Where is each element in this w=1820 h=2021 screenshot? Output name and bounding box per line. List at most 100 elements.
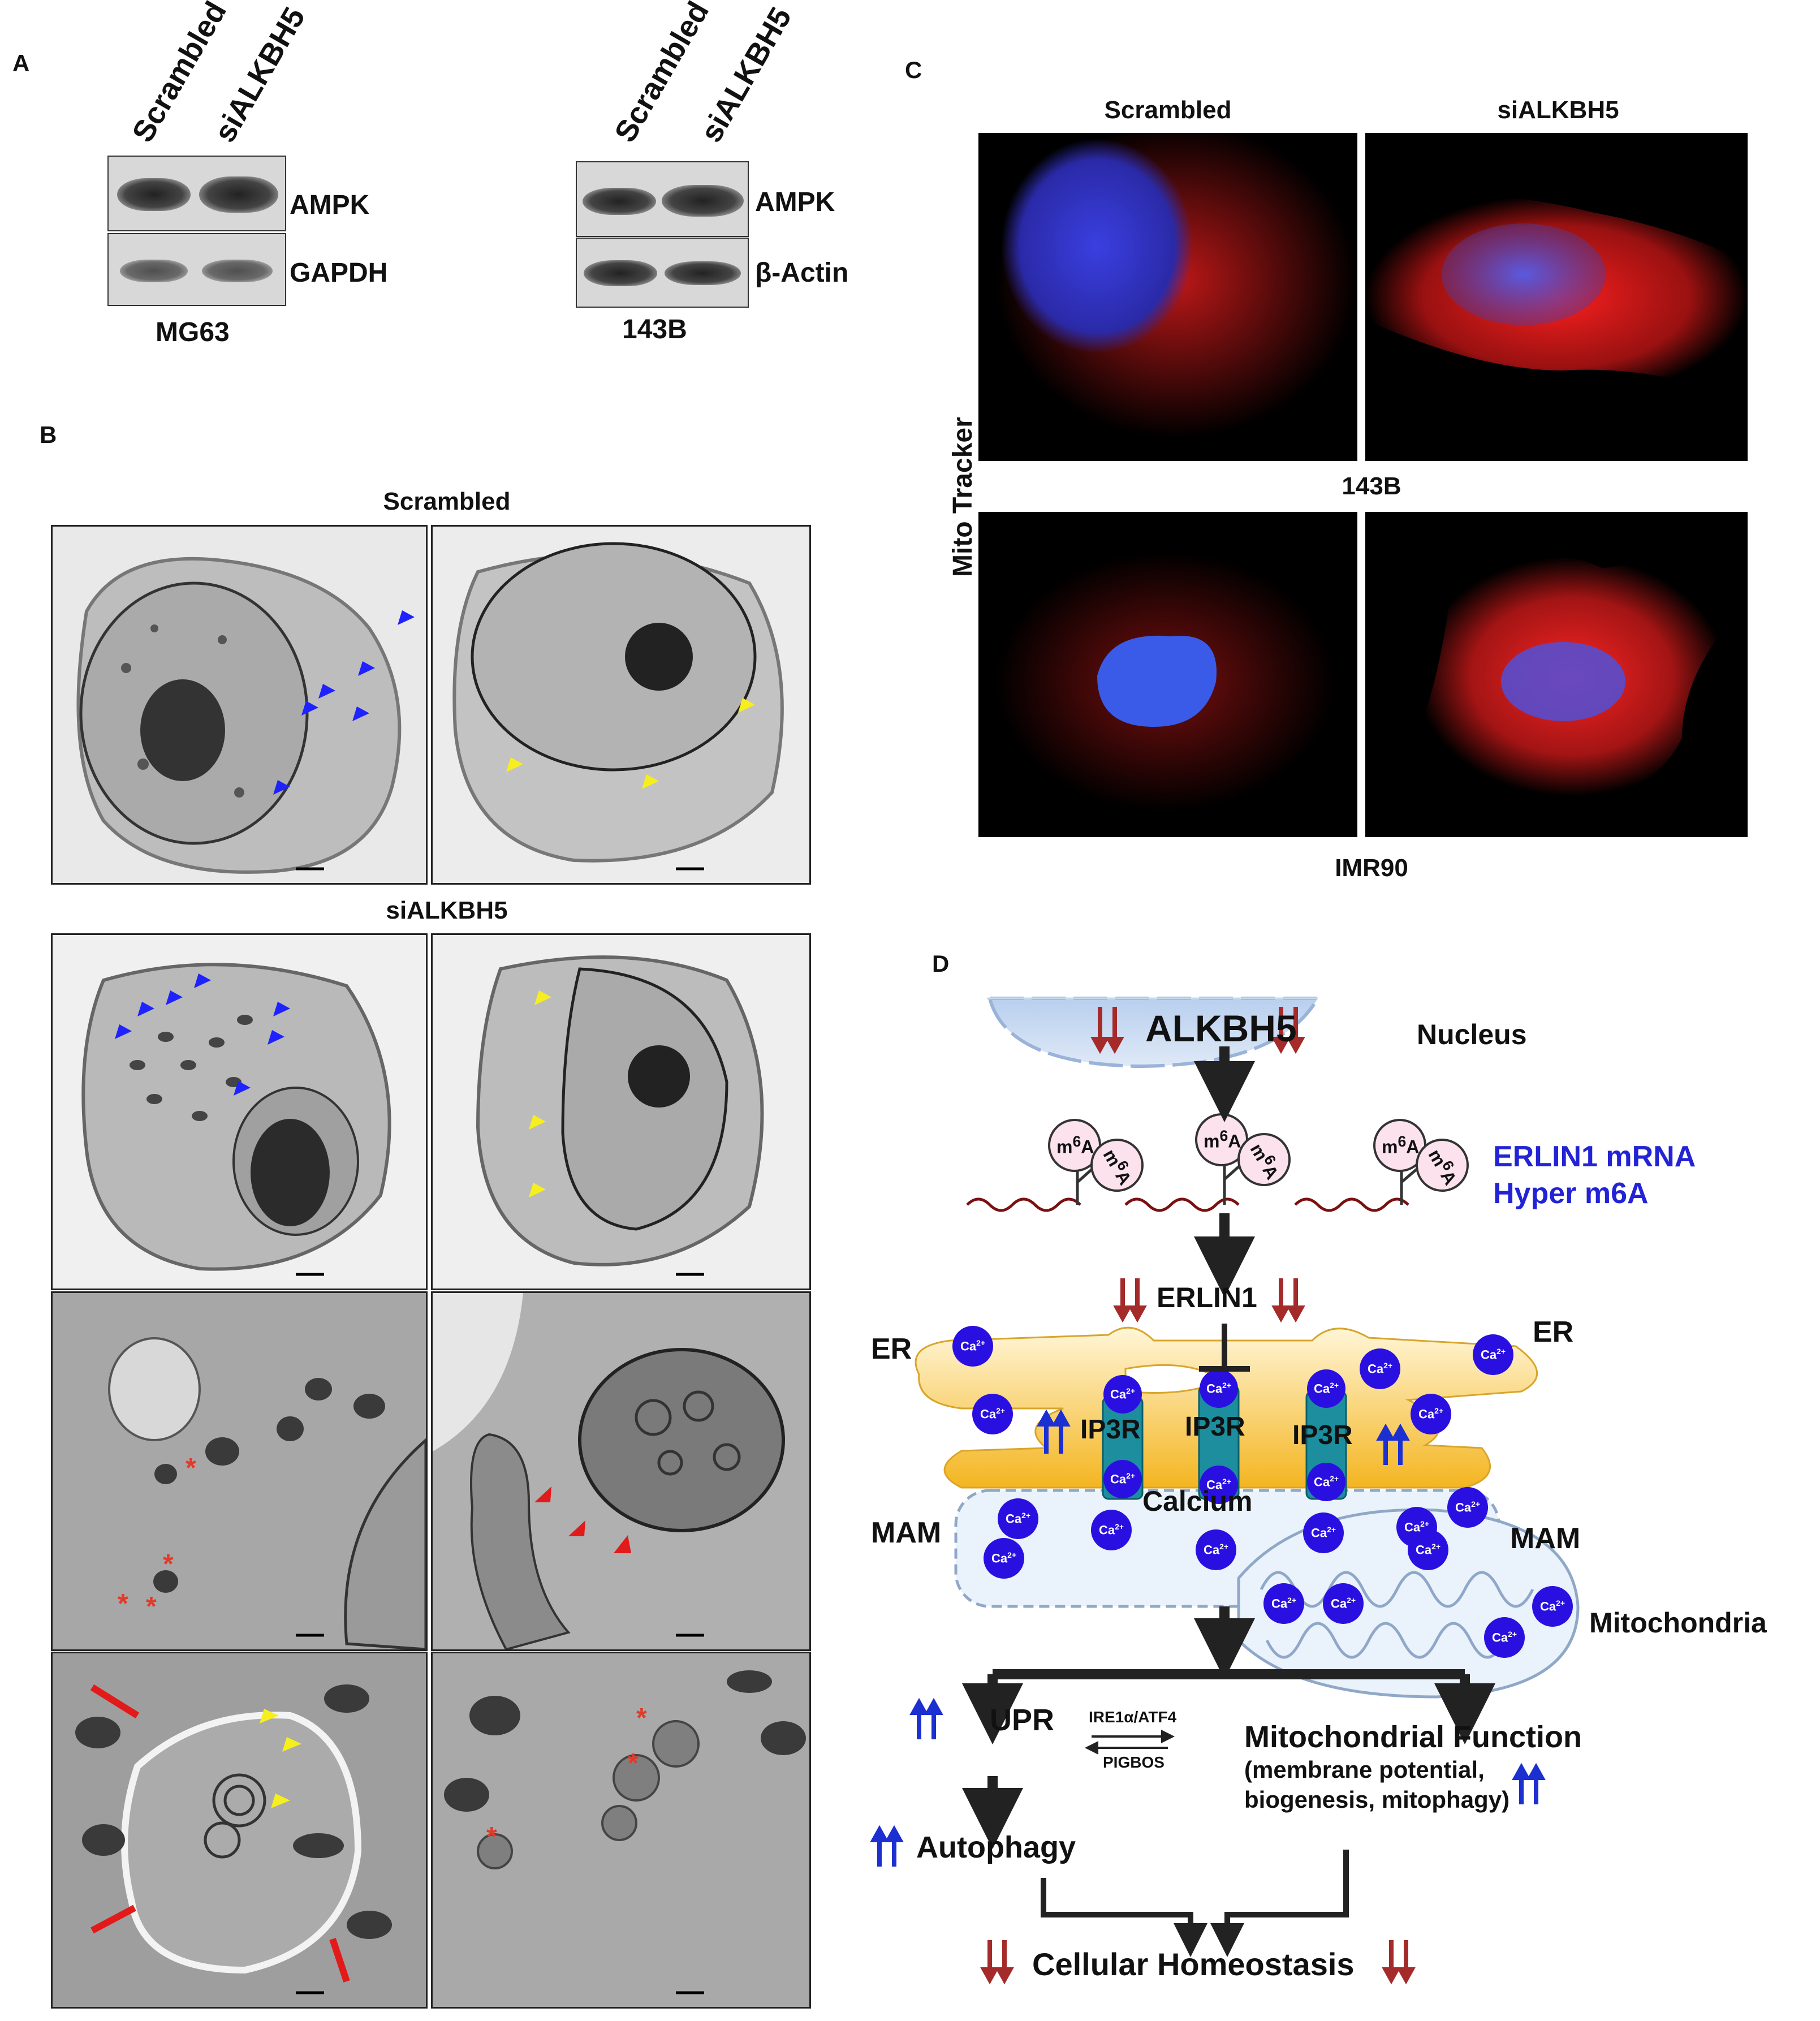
calcium-ion-label: Ca2+ — [1203, 1542, 1229, 1557]
down-arrow-head — [1271, 1037, 1291, 1054]
blot-label-beta-actin: β-Actin — [755, 258, 849, 288]
blot-mg63-gapdh — [107, 233, 286, 306]
up-arrow-head — [924, 1697, 943, 1715]
label-cellular-homeostasis: Cellular Homeostasis — [1032, 1946, 1355, 1982]
calcium-ion-label: Ca2+ — [1539, 1598, 1565, 1614]
calcium-ion-label: Ca2+ — [1491, 1630, 1517, 1645]
cell-line-imr90-fluor: IMR90 — [1335, 854, 1408, 882]
fluor-col-label-scrambled: Scrambled — [1104, 96, 1232, 124]
calcium-ion-label: Ca2+ — [960, 1338, 986, 1354]
calcium-ion-label: Ca2+ — [1310, 1525, 1336, 1540]
down-arrow-head — [1396, 1967, 1416, 1985]
calcium-ion-label: Ca2+ — [1418, 1406, 1444, 1421]
em-image-sialkbh5-2 — [431, 933, 811, 1290]
panel-b-letter: B — [40, 421, 57, 448]
label-nucleus: Nucleus — [1417, 1019, 1527, 1050]
label-mito-function: Mitochondrial Function — [1244, 1720, 1582, 1754]
blot-label-ampk-mg63: AMPK — [290, 190, 370, 220]
calcium-ion-label: Ca2+ — [1455, 1499, 1481, 1515]
blot-143b-ampk — [576, 161, 749, 237]
label-ip3r-1: IP3R — [1080, 1415, 1141, 1445]
calcium-ion-label: Ca2+ — [1098, 1522, 1124, 1537]
down-arrow-head — [1090, 1037, 1110, 1054]
up-arrow-head — [1391, 1423, 1410, 1441]
label-calcium: Calcium — [1142, 1485, 1253, 1517]
blot-label-gapdh: GAPDH — [290, 258, 388, 288]
up-arrow-head — [1376, 1423, 1395, 1441]
up-arrow-head — [1512, 1763, 1531, 1780]
up-arrow-head — [909, 1697, 929, 1715]
blot-mg63-ampk — [107, 156, 286, 231]
calcium-ion-label: Ca2+ — [1005, 1511, 1031, 1526]
label-mitochondria: Mitochondria — [1589, 1607, 1767, 1639]
down-arrow-head — [980, 1967, 999, 1985]
calcium-ion-label: Ca2+ — [1330, 1596, 1356, 1611]
up-arrow-head — [885, 1825, 904, 1842]
em-image-sialkbh5-3: **** — [51, 1291, 428, 1651]
down-arrow-head — [1128, 1305, 1147, 1323]
calcium-ion-label: Ca2+ — [1313, 1474, 1339, 1489]
fluor-image-143b-scrambled — [978, 133, 1357, 461]
em-image-scrambled-1 — [51, 525, 428, 885]
cell-line-mg63: MG63 — [156, 317, 230, 347]
em-image-sialkbh5-5 — [51, 1652, 428, 2009]
panel-a-letter: A — [12, 50, 30, 76]
calcium-ion-label: Ca2+ — [991, 1550, 1017, 1566]
fluor-col-label-sialkbh5: siALKBH5 — [1497, 96, 1619, 124]
fluor-image-imr90-sialkbh5 — [1365, 512, 1748, 837]
cell-line-143b-fluor: 143B — [1342, 472, 1401, 500]
calcium-ion-label: Ca2+ — [980, 1406, 1006, 1421]
m6a-label-3a: m6A — [1382, 1133, 1420, 1157]
svg-text:*: * — [163, 1549, 174, 1579]
down-arrow-head — [1113, 1305, 1132, 1323]
down-arrow-head — [1286, 1037, 1305, 1054]
up-arrow-head — [870, 1825, 889, 1842]
label-mam-left: MAM — [871, 1516, 942, 1549]
svg-text:*: * — [118, 1589, 128, 1619]
calcium-ion-label: Ca2+ — [1480, 1347, 1506, 1362]
blot-label-ampk-143b: AMPK — [755, 187, 835, 217]
em-group-label-scrambled: Scrambled — [383, 488, 511, 515]
up-arrow-head — [1526, 1763, 1546, 1780]
down-arrow-head — [1286, 1305, 1305, 1323]
label-er-right: ER — [1533, 1316, 1574, 1348]
label-ip3r-3: IP3R — [1292, 1420, 1353, 1450]
down-arrow-head — [1382, 1967, 1401, 1985]
label-mito-detail-1: (membrane potential, — [1244, 1756, 1485, 1783]
label-ire1a-atf4: IRE1α/ATF4 — [1089, 1708, 1177, 1726]
blot-143b-actin — [576, 238, 749, 308]
down-arrow-head — [1271, 1305, 1291, 1323]
calcium-ion-label: Ca2+ — [1206, 1477, 1232, 1492]
em-image-sialkbh5-6: * * * — [431, 1652, 811, 2009]
label-alkbh5: ALKBH5 — [1145, 1007, 1297, 1049]
up-arrow-head — [1037, 1409, 1056, 1427]
calcium-ion-label: Ca2+ — [1367, 1361, 1393, 1376]
svg-text:*: * — [628, 1748, 639, 1778]
m6a-label-1a: m6A — [1056, 1133, 1094, 1157]
up-arrow-head — [1051, 1409, 1071, 1427]
label-erlin1-mrna: ERLIN1 mRNA — [1493, 1140, 1696, 1173]
em-group-label-sialkbh5: siALKBH5 — [386, 897, 508, 924]
calcium-ion-label: Ca2+ — [1110, 1386, 1136, 1402]
svg-text:*: * — [636, 1703, 647, 1733]
label-er-left: ER — [871, 1333, 912, 1365]
label-erlin1: ERLIN1 — [1157, 1282, 1257, 1313]
svg-text:*: * — [486, 1822, 497, 1852]
calcium-ion-label: Ca2+ — [1404, 1519, 1430, 1535]
down-arrow-head — [1105, 1037, 1124, 1054]
cell-line-143b: 143B — [622, 314, 687, 344]
calcium-ion-label: Ca2+ — [1271, 1596, 1297, 1611]
fluor-image-imr90-scrambled — [978, 512, 1357, 837]
label-autophagy: Autophagy — [916, 1830, 1076, 1864]
calcium-ion-label: Ca2+ — [1415, 1542, 1441, 1557]
down-arrow-head — [995, 1967, 1014, 1985]
fluor-image-143b-sialkbh5 — [1365, 133, 1748, 461]
label-mam-right: MAM — [1510, 1522, 1581, 1555]
svg-text:*: * — [186, 1453, 196, 1483]
panel-c-letter: C — [905, 57, 922, 83]
panel-d-letter: D — [932, 950, 950, 977]
label-upr: UPR — [990, 1703, 1055, 1737]
calcium-ion-label: Ca2+ — [1313, 1381, 1339, 1396]
label-hyper-m6a: Hyper m6A — [1493, 1177, 1649, 1210]
